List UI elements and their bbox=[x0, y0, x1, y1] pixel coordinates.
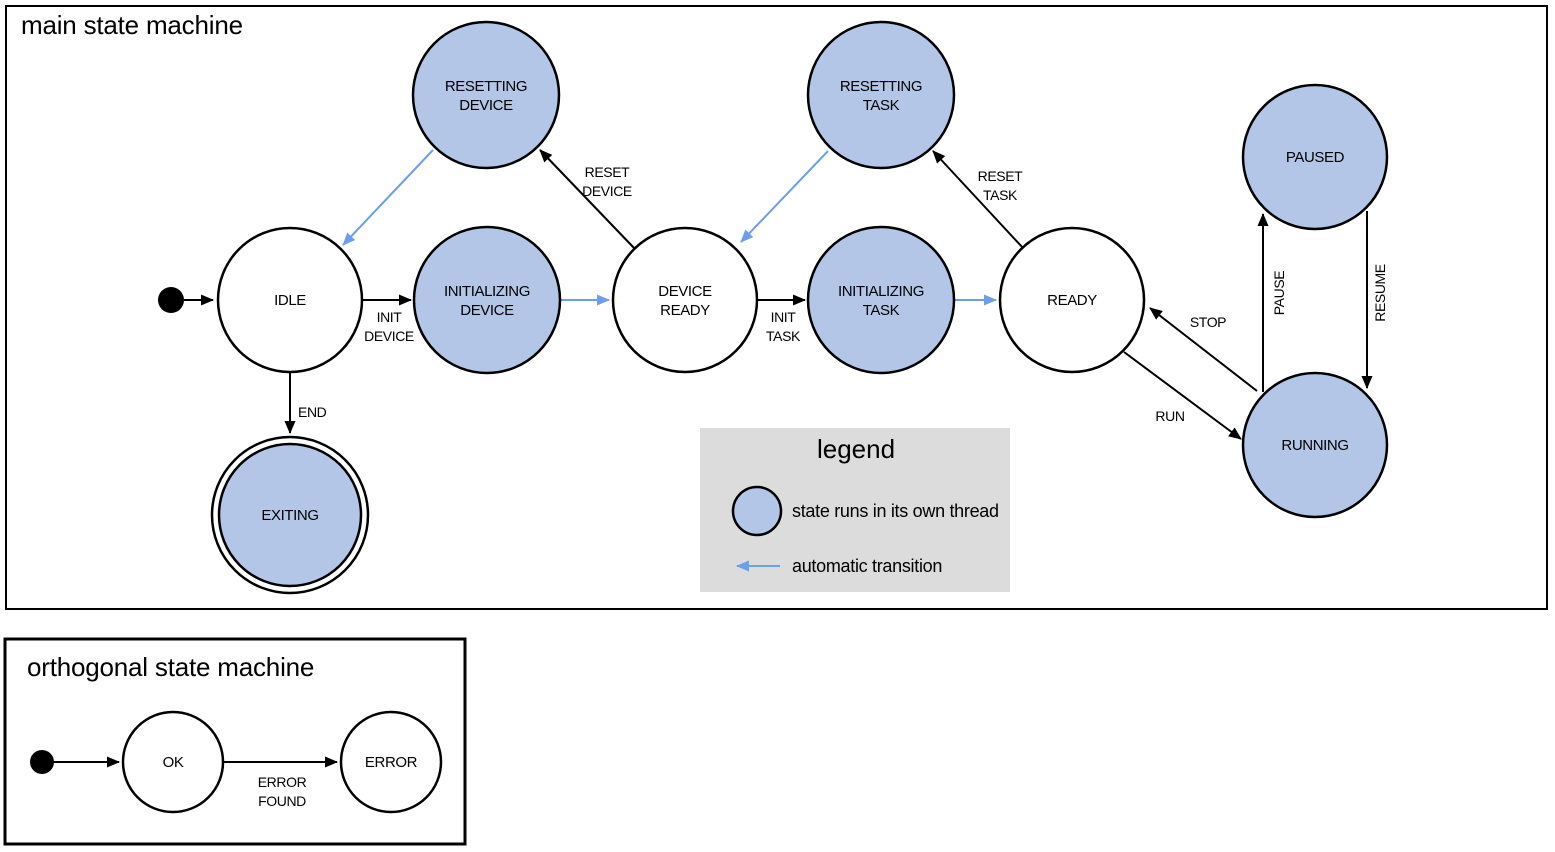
label-pause: PAUSE bbox=[1271, 271, 1287, 315]
state-idle: IDLE bbox=[216, 226, 364, 374]
main-state-machine: main state machine INIT DEVICE RESET DEV… bbox=[5, 5, 1548, 610]
main-machine-border bbox=[5, 5, 1548, 610]
svg-text:DEVICE: DEVICE bbox=[364, 328, 414, 344]
orthogonal-machine-border bbox=[3, 637, 467, 846]
state-resetting-device: RESETTING DEVICE bbox=[411, 20, 561, 170]
label-end: END bbox=[298, 404, 327, 420]
orthogonal-initial-state-dot bbox=[30, 750, 54, 774]
svg-text:TASK: TASK bbox=[863, 97, 900, 114]
state-initializing-task: INITIALIZING TASK bbox=[806, 225, 956, 375]
svg-text:READY: READY bbox=[660, 302, 710, 319]
state-device-ready: DEVICE READY bbox=[611, 226, 759, 374]
auto-transition-resetting-device-to-idle bbox=[342, 149, 434, 246]
svg-text:DEVICE: DEVICE bbox=[460, 302, 514, 319]
svg-text:DEVICE: DEVICE bbox=[582, 183, 632, 199]
state-exiting-label: EXITING bbox=[261, 507, 318, 524]
label-error-found: ERROR bbox=[258, 774, 307, 790]
state-initializing-device-label: INITIALIZING bbox=[444, 283, 530, 300]
label-run: RUN bbox=[1155, 408, 1184, 424]
label-resume: RESUME bbox=[1372, 264, 1388, 322]
initial-state-dot bbox=[158, 287, 184, 313]
label-reset-device: RESET bbox=[585, 164, 631, 180]
state-resetting-device-label: RESETTING bbox=[445, 78, 527, 95]
state-ready: READY bbox=[998, 226, 1146, 374]
transition-device-ready-to-resetting-device bbox=[539, 149, 636, 250]
label-stop: STOP bbox=[1190, 314, 1226, 330]
state-resetting-task-label: RESETTING bbox=[840, 78, 922, 95]
transition-ready-to-running bbox=[1123, 351, 1242, 440]
svg-text:TASK: TASK bbox=[766, 328, 801, 344]
orthogonal-machine-title: orthogonal state machine bbox=[27, 652, 314, 682]
transition-running-to-ready bbox=[1149, 307, 1258, 392]
label-init-device: INIT bbox=[377, 309, 403, 325]
state-ok: OK bbox=[121, 710, 225, 814]
legend-thread-item-label: state runs in its own thread bbox=[792, 501, 999, 521]
svg-text:DEVICE: DEVICE bbox=[459, 97, 513, 114]
state-device-ready-label: DEVICE bbox=[658, 283, 712, 300]
legend-auto-item-label: automatic transition bbox=[792, 556, 942, 576]
state-error: ERROR bbox=[339, 710, 443, 814]
svg-text:TASK: TASK bbox=[863, 302, 900, 319]
legend-threaded-state-icon bbox=[731, 485, 783, 537]
state-running: RUNNING bbox=[1241, 371, 1389, 519]
state-running-label: RUNNING bbox=[1281, 437, 1348, 454]
state-resetting-task: RESETTING TASK bbox=[806, 20, 956, 170]
state-initializing-task-label: INITIALIZING bbox=[838, 283, 924, 300]
legend-title: legend bbox=[817, 434, 895, 464]
label-reset-task: RESET bbox=[978, 168, 1024, 184]
state-ready-label: READY bbox=[1047, 292, 1097, 309]
state-paused: PAUSED bbox=[1241, 83, 1389, 231]
svg-text:FOUND: FOUND bbox=[258, 793, 306, 809]
state-paused-label: PAUSED bbox=[1286, 149, 1345, 166]
state-exiting-final: EXITING bbox=[210, 435, 370, 595]
legend: legend state runs in its own thread auto… bbox=[700, 428, 1010, 592]
state-error-label: ERROR bbox=[365, 754, 418, 771]
transition-ready-to-resetting-task bbox=[932, 150, 1024, 249]
state-initializing-device: INITIALIZING DEVICE bbox=[412, 225, 562, 375]
state-ok-label: OK bbox=[163, 754, 184, 771]
label-init-task: INIT bbox=[771, 309, 797, 325]
svg-text:TASK: TASK bbox=[983, 187, 1018, 203]
main-machine-title: main state machine bbox=[21, 10, 243, 40]
orthogonal-state-machine: orthogonal state machine ERROR FOUND OK … bbox=[3, 637, 467, 846]
state-idle-label: IDLE bbox=[274, 292, 306, 309]
auto-transition-resetting-task-to-device-ready bbox=[740, 150, 829, 243]
